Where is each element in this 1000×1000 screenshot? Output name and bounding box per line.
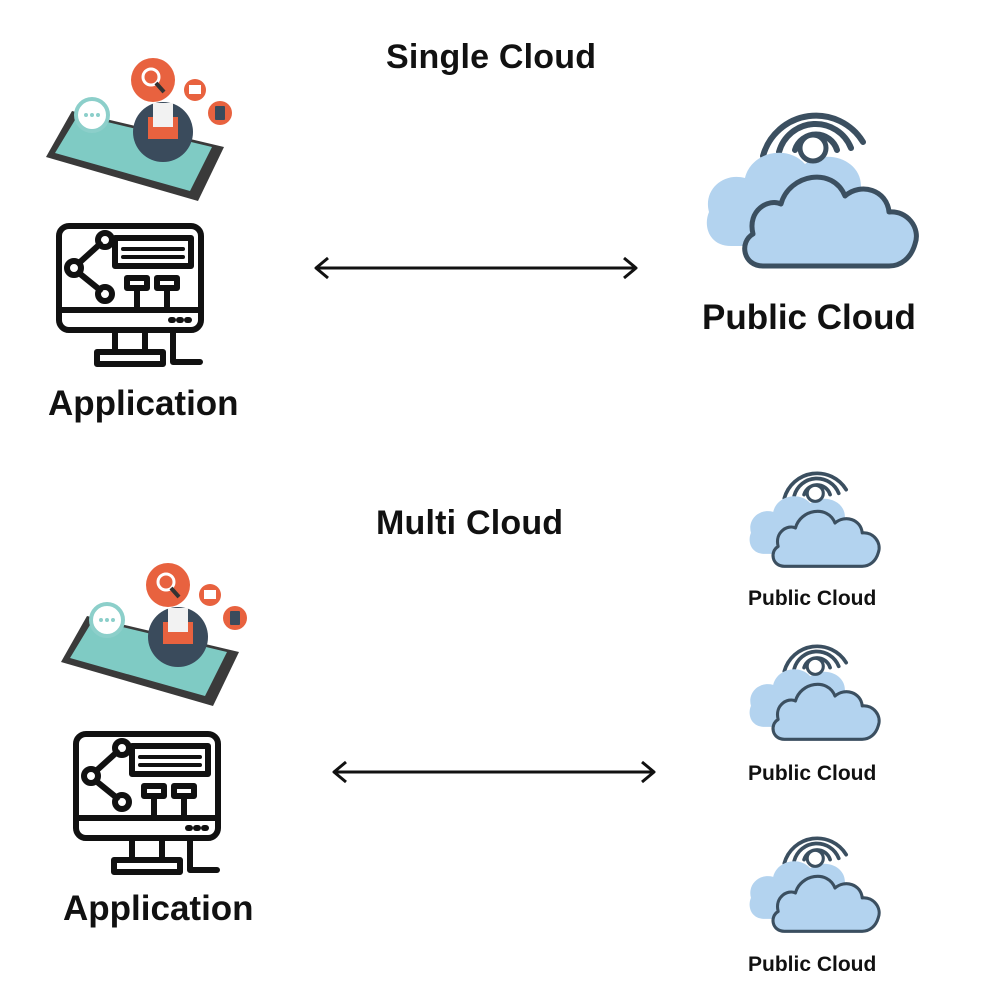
- multi-public-cloud-label-3: Public Cloud: [748, 953, 877, 976]
- single-application-label: Application: [48, 384, 239, 423]
- application-monitor-icon: [56, 223, 204, 367]
- chat-bubble: [74, 97, 110, 133]
- multi-public-cloud-label-2: Public Cloud: [748, 762, 877, 785]
- tablet-app-icon: [61, 563, 247, 706]
- single-public-cloud-label: Public Cloud: [702, 298, 916, 337]
- envelope-bubble: [148, 607, 208, 667]
- public-cloud-icon: [706, 112, 919, 269]
- tablet-body: [46, 111, 224, 201]
- multi-cloud-heading: Multi Cloud: [376, 504, 564, 542]
- multi-public-cloud-label-1: Public Cloud: [748, 587, 877, 610]
- public-cloud-icon: [749, 644, 881, 741]
- photo-bubble: [199, 584, 221, 606]
- chat-bubble: [89, 602, 125, 638]
- multi-connection-arrow: [332, 760, 656, 784]
- search-bubble: [131, 58, 175, 102]
- single-connection-arrow: [314, 256, 638, 280]
- envelope-bubble: [133, 102, 193, 162]
- phone-bubble: [208, 101, 232, 125]
- tablet-body: [61, 616, 239, 706]
- public-cloud-icon: [749, 471, 881, 568]
- multi-application-label: Application: [63, 889, 254, 928]
- public-cloud-icon: [749, 836, 881, 933]
- phone-bubble: [223, 606, 247, 630]
- application-monitor-icon: [73, 731, 221, 875]
- tablet-app-icon: [46, 58, 232, 201]
- single-cloud-heading: Single Cloud: [386, 38, 597, 76]
- search-bubble: [146, 563, 190, 607]
- photo-bubble: [184, 79, 206, 101]
